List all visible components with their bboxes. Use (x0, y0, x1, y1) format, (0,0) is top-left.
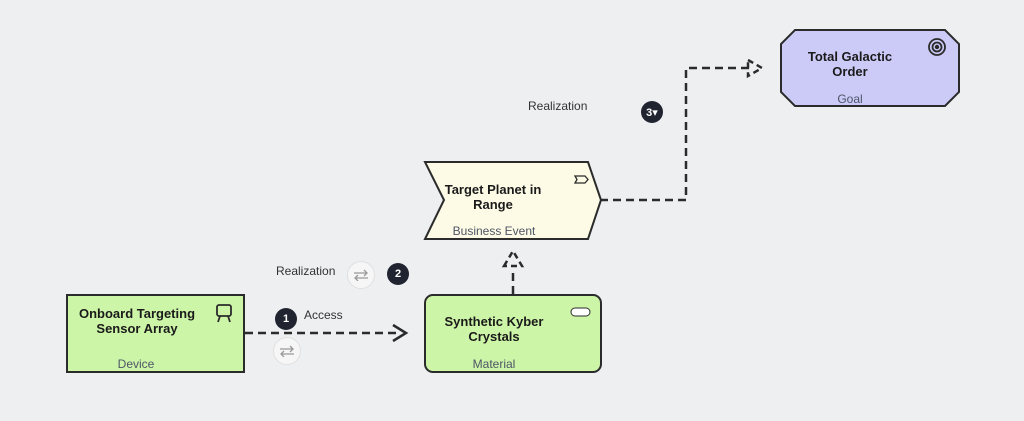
material-label: Synthetic Kyber Crystals (430, 314, 558, 344)
event-title: Target Planet in Range (444, 182, 542, 212)
edge-badge-2[interactable]: 2 (387, 263, 409, 285)
device-node[interactable] (66, 294, 245, 373)
realization-arrowhead-upper (746, 57, 765, 79)
device-label: Onboard Targeting Sensor Array (72, 306, 202, 336)
target-icon (928, 38, 946, 56)
swap-arrows-icon (354, 269, 368, 281)
realization-lower-edge-label: Realization (276, 264, 336, 278)
goal-type: Goal (837, 92, 863, 106)
swap-direction-button-access[interactable] (273, 337, 301, 365)
business-event-node[interactable] (423, 161, 603, 240)
material-node[interactable] (424, 294, 602, 373)
access-edge-label: Access (304, 308, 343, 322)
realization-upper-edge-label: Realization (528, 99, 588, 113)
material-title: Synthetic Kyber Crystals (444, 314, 544, 344)
material-type: Material (472, 357, 516, 371)
goal-label: Total Galactic Order (796, 49, 904, 79)
goal-node[interactable] (780, 29, 960, 107)
access-arrowhead (392, 323, 409, 343)
goal-title: Total Galactic Order (807, 49, 893, 79)
event-label: Target Planet in Range (440, 182, 546, 212)
material-icon (570, 307, 591, 317)
event-type: Business Event (452, 224, 536, 238)
event-icon (573, 175, 589, 184)
device-icon (216, 304, 232, 323)
device-type: Device (117, 357, 155, 371)
edge-badge-1[interactable]: 1 (275, 308, 297, 330)
swap-arrows-icon (280, 345, 294, 357)
device-title: Onboard Targeting Sensor Array (78, 306, 196, 336)
realization-edge-upper[interactable] (600, 66, 752, 202)
realization-arrowhead-lower (501, 248, 525, 268)
edge-badge-3[interactable]: 3▾ (641, 101, 663, 123)
swap-direction-button-realization[interactable] (347, 261, 375, 289)
